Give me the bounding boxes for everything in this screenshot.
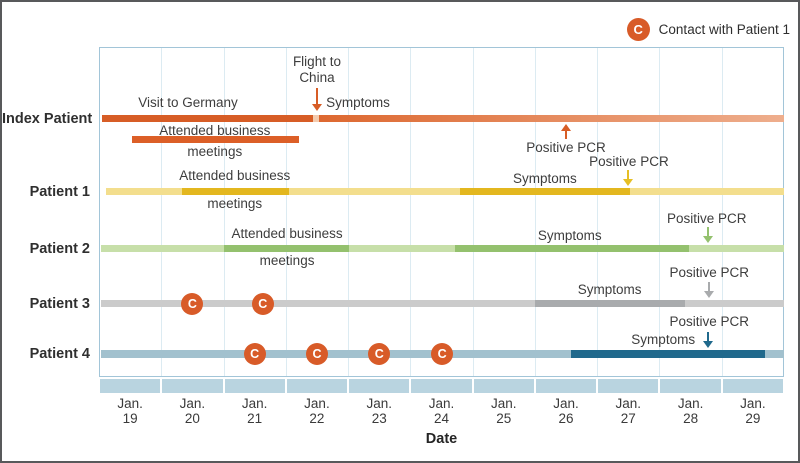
gridline bbox=[659, 47, 661, 377]
axis-day-band bbox=[224, 379, 285, 393]
annotation-positive-pcr-label: Positive PCR bbox=[669, 265, 750, 280]
positive-pcr-arrow bbox=[704, 291, 715, 298]
contact-marker: C bbox=[368, 343, 391, 365]
bar-symptoms-bar bbox=[455, 245, 689, 252]
positive-pcr-arrow bbox=[703, 236, 714, 243]
bar-travel-china-bar bbox=[318, 115, 784, 122]
bar-exposure-bar bbox=[105, 188, 784, 195]
axis-day-band bbox=[162, 379, 223, 393]
positive-pcr-arrow-stem bbox=[565, 130, 568, 139]
annotation-positive-pcr-label: Positive PCR bbox=[526, 140, 606, 155]
annotation-meetings-label-2: meetings bbox=[207, 196, 263, 211]
contact-marker: C bbox=[251, 292, 274, 315]
axis-day-label: Jan.29 bbox=[740, 396, 766, 426]
annotation-positive-pcr-label: Positive PCR bbox=[669, 314, 750, 329]
positive-pcr-arrow bbox=[623, 179, 634, 186]
bar-visit-germany-bar bbox=[102, 115, 314, 122]
axis-day-label: Jan.26 bbox=[553, 396, 579, 426]
annotation-meetings-label-2: meetings bbox=[187, 144, 243, 159]
axis-day-label: Jan.28 bbox=[677, 396, 704, 426]
axis-day-band bbox=[660, 379, 721, 393]
contact-marker: C bbox=[243, 343, 266, 365]
bar-business-meetings-bar bbox=[181, 188, 289, 195]
plot-area-border bbox=[99, 47, 784, 377]
axis-day-label: Jan.19 bbox=[117, 396, 143, 426]
bar-symptoms-bar bbox=[534, 300, 685, 307]
annotation-meetings-label-1: Attended business bbox=[159, 123, 271, 138]
gridline bbox=[410, 47, 412, 377]
row-label-patient-1: Patient 1 bbox=[29, 183, 90, 200]
annotation-meetings-label-2: meetings bbox=[259, 253, 315, 268]
contact-marker: C bbox=[305, 343, 328, 365]
positive-pcr-arrow-stem bbox=[627, 170, 630, 180]
annotation-symptoms-label: Symptoms bbox=[577, 282, 642, 297]
annotation-positive-pcr-label: Positive PCR bbox=[667, 211, 747, 226]
axis-day-band bbox=[286, 379, 348, 393]
annotation-symptoms-label: Symptoms bbox=[512, 171, 577, 186]
axis-day-label: Jan.21 bbox=[241, 396, 268, 426]
row-label-patient-2: Patient 2 bbox=[29, 240, 90, 257]
row-label-patient-4: Patient 4 bbox=[29, 346, 90, 362]
axis-day-label: Jan.22 bbox=[304, 396, 330, 426]
axis-day-band bbox=[722, 379, 783, 393]
axis-day-label: Jan.25 bbox=[490, 396, 517, 426]
positive-pcr-arrow bbox=[703, 341, 714, 348]
annotation-meetings-label-1: Attended business bbox=[179, 168, 291, 183]
contact-marker: C bbox=[181, 292, 204, 315]
gridline bbox=[161, 47, 163, 377]
x-axis-title: Date bbox=[425, 431, 458, 447]
axis-day-band bbox=[535, 379, 597, 393]
gridline bbox=[597, 47, 599, 377]
bar-business-meetings-bar bbox=[224, 245, 349, 252]
gridline bbox=[223, 47, 225, 377]
gridline bbox=[534, 47, 536, 377]
contact-marker-icon: C bbox=[626, 18, 650, 41]
axis-day-label: Jan.20 bbox=[179, 396, 206, 426]
annotation-symptoms-label: Symptoms bbox=[631, 332, 696, 347]
bar-symptoms-bar bbox=[460, 188, 631, 195]
legend: C Contact with Patient 1 bbox=[626, 18, 790, 41]
legend-label: Contact with Patient 1 bbox=[658, 22, 790, 37]
bar-flight-gap bbox=[313, 115, 319, 122]
bar-symptoms-bar bbox=[571, 350, 765, 358]
axis-day-label: Jan.23 bbox=[366, 396, 392, 426]
flight-china-arrow bbox=[311, 104, 322, 111]
axis-day-label: Jan.24 bbox=[428, 396, 455, 426]
positive-pcr-arrow-stem bbox=[707, 332, 710, 342]
axis-day-band bbox=[100, 379, 161, 393]
annotation-symptoms-label: Symptoms bbox=[326, 95, 390, 110]
axis-day-band bbox=[473, 379, 534, 393]
flight-china-arrow-stem bbox=[315, 88, 318, 105]
positive-pcr-arrow-stem bbox=[707, 227, 710, 237]
contact-marker: C bbox=[431, 343, 454, 365]
bar-exposure-bar bbox=[100, 300, 784, 307]
positive-pcr-arrow-stem bbox=[708, 282, 711, 292]
row-label-index-patient: Index Patient bbox=[2, 110, 93, 127]
axis-day-label: Jan.27 bbox=[615, 396, 642, 426]
gridline bbox=[472, 47, 474, 377]
annotation-meetings-label-1: Attended business bbox=[231, 226, 343, 241]
annotation-positive-pcr-label: Positive PCR bbox=[589, 154, 669, 169]
annotation-symptoms-label: Symptoms bbox=[537, 228, 602, 243]
gridline bbox=[721, 47, 723, 377]
bar-business-meetings-bar bbox=[132, 136, 299, 143]
row-label-patient-3: Patient 3 bbox=[29, 295, 90, 312]
annotation-visit-germany-label: Visit to Germany bbox=[138, 95, 238, 110]
axis-day-band bbox=[349, 379, 410, 393]
gridline bbox=[348, 47, 350, 377]
bar-exposure-bar bbox=[100, 245, 784, 252]
positive-pcr-arrow bbox=[561, 124, 572, 131]
axis-day-band bbox=[598, 379, 659, 393]
axis-day-band bbox=[411, 379, 472, 393]
gridline bbox=[285, 47, 287, 377]
